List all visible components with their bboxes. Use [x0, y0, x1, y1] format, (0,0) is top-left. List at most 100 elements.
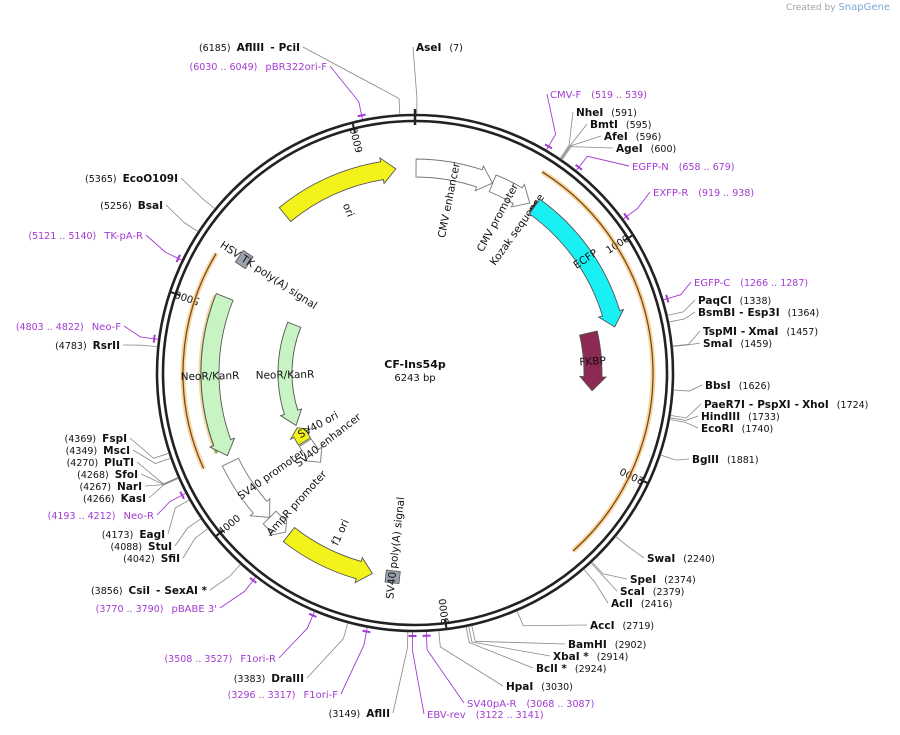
leader-draiii [306, 622, 349, 679]
primer-leader-egfp-c [663, 281, 692, 301]
primer-leader-exfp-r [622, 191, 651, 220]
primer-exfp-r: EXFP-R(919 .. 938) [653, 188, 754, 199]
leader-smai [672, 342, 701, 347]
feature-cmv-promoter [488, 174, 531, 208]
primer-leader-ebv-rev [411, 631, 425, 715]
primer-leader-cmv-f [546, 93, 557, 151]
primer-leader-pbabe-3- [219, 576, 256, 609]
enzyme-name: HpaI [506, 681, 533, 693]
enzyme-separator: - [741, 326, 745, 338]
primer-mark-egfp-c [665, 294, 670, 303]
primer-name: EXFP-R [653, 188, 688, 199]
enzyme-site-eagi: (4173)EagI [102, 529, 165, 541]
enzyme-position: (2719) [622, 621, 654, 632]
orf-line-0 [541, 171, 654, 552]
enzyme-name: SfiI [161, 553, 180, 565]
snapgene-watermark: Created by SnapGene [786, 2, 890, 13]
enzyme-site-paqci: PaqCI (1338) [698, 295, 771, 307]
enzyme-name-3: XhoI [802, 399, 829, 411]
leader-rsrii [122, 344, 158, 348]
enzyme-position: (1881) [727, 455, 759, 466]
primer-range: (4803 .. 4822) [16, 322, 84, 333]
enzyme-site-xbai-: XbaI *(2914) [553, 651, 628, 663]
enzyme-site-csii: (3856)CsiI-SexAI * [91, 585, 208, 597]
leader-scai [590, 562, 618, 592]
tick-mark-3000 [444, 619, 448, 629]
enzyme-position: (5256) [100, 201, 132, 212]
enzyme-site-acci: AccI(2719) [590, 620, 654, 632]
enzyme-position: (1338) [740, 296, 772, 307]
enzyme-site-ecori: EcoRI(1740) [701, 423, 773, 435]
enzyme-site-hindiii: HindIII(1733) [701, 411, 780, 423]
snapgene-logo: SnapGene [838, 2, 890, 13]
enzyme-name: StuI [148, 541, 172, 553]
primer-name: EBV-rev [427, 710, 466, 721]
feature-fkbp [578, 330, 608, 392]
enzyme-name: BamHI [568, 639, 607, 651]
primer-leader-sv40pa-r [425, 631, 465, 704]
enzyme-position: (3149) [329, 709, 361, 720]
enzyme-site-tspmi: TspMI-XmaI(1457) [703, 326, 818, 338]
leader-msci [132, 449, 171, 464]
enzyme-name: AseI [416, 42, 441, 54]
primer-name: Neo-R [124, 511, 155, 522]
enzyme-site-nhei: NheI(591) [576, 107, 637, 119]
primer-tk-pa-r: (5121 .. 5140)TK-pA-R [28, 231, 143, 242]
enzyme-position: (2379) [653, 587, 685, 598]
primer-mark-egfp-n [575, 163, 583, 171]
leader-bcli- [465, 626, 534, 669]
enzyme-separator: - [739, 307, 743, 319]
enzyme-name: CsiI [129, 585, 150, 597]
feature-label-f1-ori: f1 ori [329, 518, 351, 548]
enzyme-name: AflII [366, 708, 390, 720]
leader-tspmi [672, 330, 701, 347]
leader-paer7i [670, 403, 702, 419]
primer-range: (6030 .. 6049) [190, 62, 258, 73]
feature-label-sv40-poly-a-signal: SV40 poly(A) signal [384, 496, 407, 599]
enzyme-name: SpeI [630, 574, 656, 586]
primer-mark-cmv-f [544, 143, 553, 150]
enzyme-site-nari: (4267)NarI [79, 481, 142, 493]
leader-xbai- [468, 626, 551, 657]
enzyme-position: (2902) [615, 640, 647, 651]
enzyme-position: (4783) [55, 341, 87, 352]
enzyme-site-kasi: (4266)KasI [83, 493, 146, 505]
enzyme-name: MscI [103, 445, 130, 457]
feature-label-fkbp: FKBP [579, 355, 606, 369]
enzyme-name: AfeI [604, 131, 628, 143]
enzyme-site-sfoi: (4268)SfoI [77, 469, 138, 481]
primer-leader-f1ori-f [340, 627, 368, 695]
enzyme-name: BmtI [590, 119, 618, 131]
primer-name: F1ori-R [240, 654, 276, 665]
orf-line-1 [182, 253, 217, 469]
enzyme-site-bglii: BglII(1881) [692, 454, 759, 466]
feature-label-ori: ori [340, 202, 356, 219]
feature-f1-ori [282, 526, 373, 584]
tick-mark-2000 [638, 478, 648, 484]
enzyme-site-aflii: (3149) AflII [329, 708, 390, 720]
enzyme-site-smai: SmaI(1459) [703, 338, 772, 350]
feature-sv40-enhancer [298, 438, 323, 463]
tick-mark-5000 [170, 291, 180, 296]
enzyme-position: (4042) [123, 554, 155, 565]
enzyme-position: (1459) [741, 339, 773, 350]
enzyme-position: (1626) [739, 381, 771, 392]
enzyme-position: (3856) [91, 586, 123, 597]
leader-sfoi [140, 473, 179, 485]
enzyme-name-2: PciI [279, 42, 300, 54]
enzyme-name: PaqCI [698, 295, 732, 307]
leader-swai [615, 536, 645, 559]
primer-name: Neo-F [92, 322, 122, 333]
leader-asei [412, 46, 418, 115]
enzyme-name: NarI [117, 481, 142, 493]
leader-acci [516, 610, 588, 627]
primer-pbabe-3-: (3770 .. 3790)pBABE 3' [96, 604, 217, 615]
feature-neor-kanr [277, 321, 303, 427]
enzyme-name-2: XmaI [748, 326, 778, 338]
enzyme-position: (4266) [83, 494, 115, 505]
primer-range: (3122 .. 3141) [476, 710, 544, 721]
feature-sv40-poly-a-signal [384, 569, 401, 584]
enzyme-name: BbsI [705, 380, 731, 392]
primer-f1ori-f: (3296 .. 3317)F1ori-F [228, 690, 339, 701]
